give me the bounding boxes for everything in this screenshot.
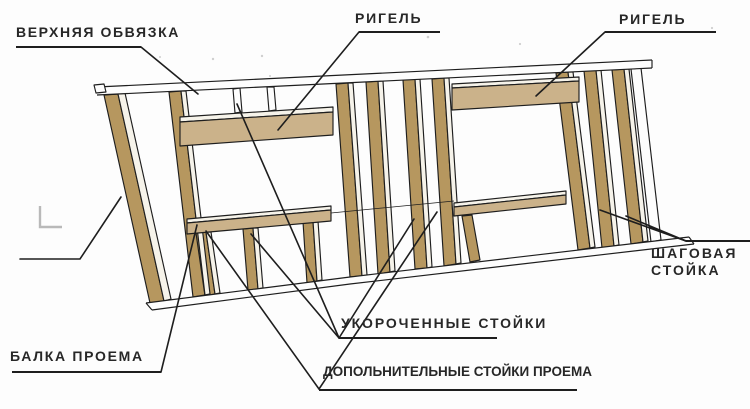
cripple-stud-right-opening xyxy=(461,214,481,263)
top-plate-end-cap xyxy=(93,83,107,94)
top-plate xyxy=(93,59,653,96)
leader-header-right xyxy=(535,31,606,97)
corner-watermark xyxy=(38,206,62,229)
leader-opening-beam xyxy=(160,224,198,373)
cripple-studs-above-header xyxy=(232,86,277,114)
label-header-right: РИГЕЛЬ xyxy=(619,11,687,27)
header-left-beam xyxy=(179,111,334,147)
label-header-left: РИГЕЛЬ xyxy=(355,10,423,26)
leader-header-left xyxy=(277,31,360,131)
sill-left-beam xyxy=(186,209,332,235)
leader-lines xyxy=(12,31,750,391)
label-spacing-stud: ШАГОВАЯ СТОЙКА xyxy=(651,245,738,278)
label-additional-studs: ДОПОЛЬНИТЕЛЬНЫЕ СТОЙКИ ПРОЕМА xyxy=(323,364,593,379)
leader-spacing-3 xyxy=(649,226,687,242)
leader-shortened-1 xyxy=(236,103,340,339)
leader-shortened-2 xyxy=(250,233,340,339)
label-opening-beam: БАЛКА ПРОЕМА xyxy=(10,348,144,364)
leader-corner-stud xyxy=(19,196,122,260)
leader-additional-2 xyxy=(318,211,438,390)
label-top-plate: ВЕРХНЯЯ ОБВЯЗКА xyxy=(16,24,180,40)
bottom-plate xyxy=(145,236,695,311)
leader-shortened-3 xyxy=(338,218,415,339)
leader-top-plate xyxy=(140,46,199,95)
label-shortened-studs: УКОРОЧЕННЫЕ СТОЙКИ xyxy=(341,315,548,331)
header-right-beam xyxy=(451,80,580,111)
sill-right-beam xyxy=(453,194,567,217)
leader-additional-1 xyxy=(205,230,320,390)
mid-rail-line xyxy=(330,200,455,214)
